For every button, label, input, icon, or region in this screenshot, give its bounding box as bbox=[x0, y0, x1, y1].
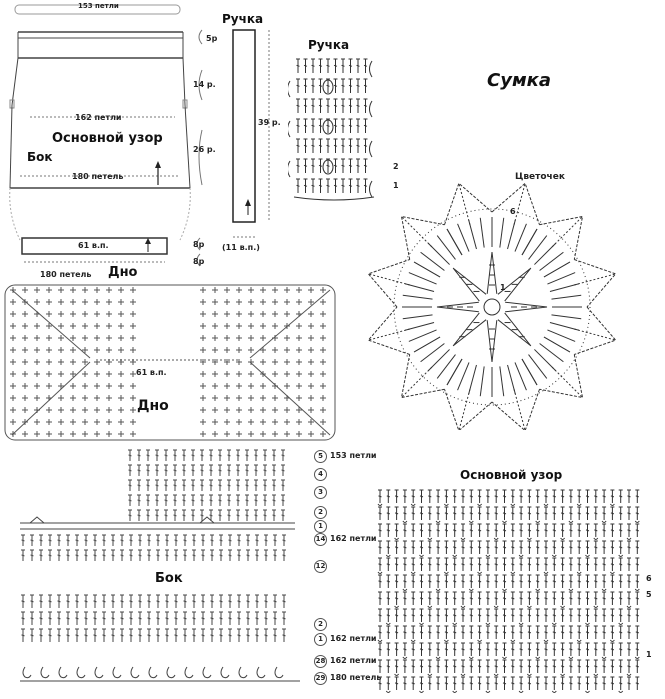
side-row-number: 5 bbox=[314, 450, 327, 463]
handle-chart-title: Ручка bbox=[308, 38, 350, 52]
rows-base-a-label: 8р bbox=[193, 240, 205, 249]
rows-a-label: 14 р. bbox=[193, 80, 216, 89]
side-row-number: 29 bbox=[314, 672, 327, 685]
mid-width-label: 162 петли bbox=[75, 113, 122, 122]
base-center-label: 61 в.п. bbox=[136, 368, 167, 377]
main-pattern-chart bbox=[377, 489, 640, 693]
side-row-number: 4 bbox=[314, 468, 327, 481]
side-row-text: 162 петли bbox=[330, 634, 377, 643]
base-schematic-label: Дно bbox=[108, 265, 138, 280]
base-outer-label: 180 петель bbox=[40, 270, 92, 279]
side-row-number: 28 bbox=[314, 655, 327, 668]
base-chart bbox=[4, 284, 336, 441]
handle-width-label: (11 в.п.) bbox=[222, 243, 260, 252]
main-marker-5: 5 bbox=[646, 590, 652, 599]
side-row-label: 2 bbox=[314, 618, 330, 631]
side-row-label: 4 bbox=[314, 468, 330, 481]
page-title: Сумка bbox=[487, 70, 552, 91]
bottom-width-label: 180 петель bbox=[72, 172, 124, 181]
side-row-label: 1 bbox=[314, 520, 330, 533]
main-pattern-label: Основной узор bbox=[52, 131, 163, 146]
handle-chart bbox=[288, 58, 375, 201]
handle-marker-1: 1 bbox=[393, 181, 399, 190]
side-row-number: 3 bbox=[314, 486, 327, 499]
top-width-label: 153 петли bbox=[78, 2, 119, 10]
side-row-text: 153 петли bbox=[330, 451, 377, 460]
side-chart bbox=[20, 449, 300, 682]
handle-title: Ручка bbox=[222, 12, 264, 26]
flower-marker-1: 1 bbox=[500, 283, 506, 292]
side-row-number: 2 bbox=[314, 618, 327, 631]
main-marker-1: 1 bbox=[646, 650, 652, 659]
side-row-number: 14 bbox=[314, 533, 327, 546]
side-row-number: 2 bbox=[314, 506, 327, 519]
rows-b-label: 26 р. bbox=[193, 145, 216, 154]
base-inner-label: 61 в.п. bbox=[78, 241, 109, 250]
handle-schematic bbox=[232, 29, 270, 238]
rows-base-b-label: 8р bbox=[193, 257, 205, 266]
base-chart-title: Дно bbox=[137, 398, 169, 414]
side-row-label: 2 bbox=[314, 506, 330, 519]
main-chart-title: Основной узор bbox=[460, 468, 563, 482]
bag-schematic bbox=[9, 4, 203, 267]
side-row-text: 180 петель bbox=[330, 673, 382, 682]
side-row-text: 162 петли bbox=[330, 534, 377, 543]
rows-top-label: 5р bbox=[206, 34, 218, 43]
side-row-label: 12 bbox=[314, 560, 330, 573]
side-row-number: 12 bbox=[314, 560, 327, 573]
side-row-number: 1 bbox=[314, 520, 327, 533]
handle-height-label: 39 р. bbox=[258, 118, 281, 127]
flower-title: Цветочек bbox=[515, 172, 565, 182]
side-label: Бок bbox=[27, 150, 53, 164]
main-marker-6: 6 bbox=[646, 574, 652, 583]
side-row-label: 3 bbox=[314, 486, 330, 499]
side-chart-title: Бок bbox=[155, 571, 183, 586]
flower-marker-6: 6 bbox=[510, 207, 516, 216]
side-row-text: 162 петли bbox=[330, 656, 377, 665]
side-row-number: 1 bbox=[314, 633, 327, 646]
flower-chart bbox=[367, 182, 617, 430]
handle-marker-2: 2 bbox=[393, 162, 399, 171]
